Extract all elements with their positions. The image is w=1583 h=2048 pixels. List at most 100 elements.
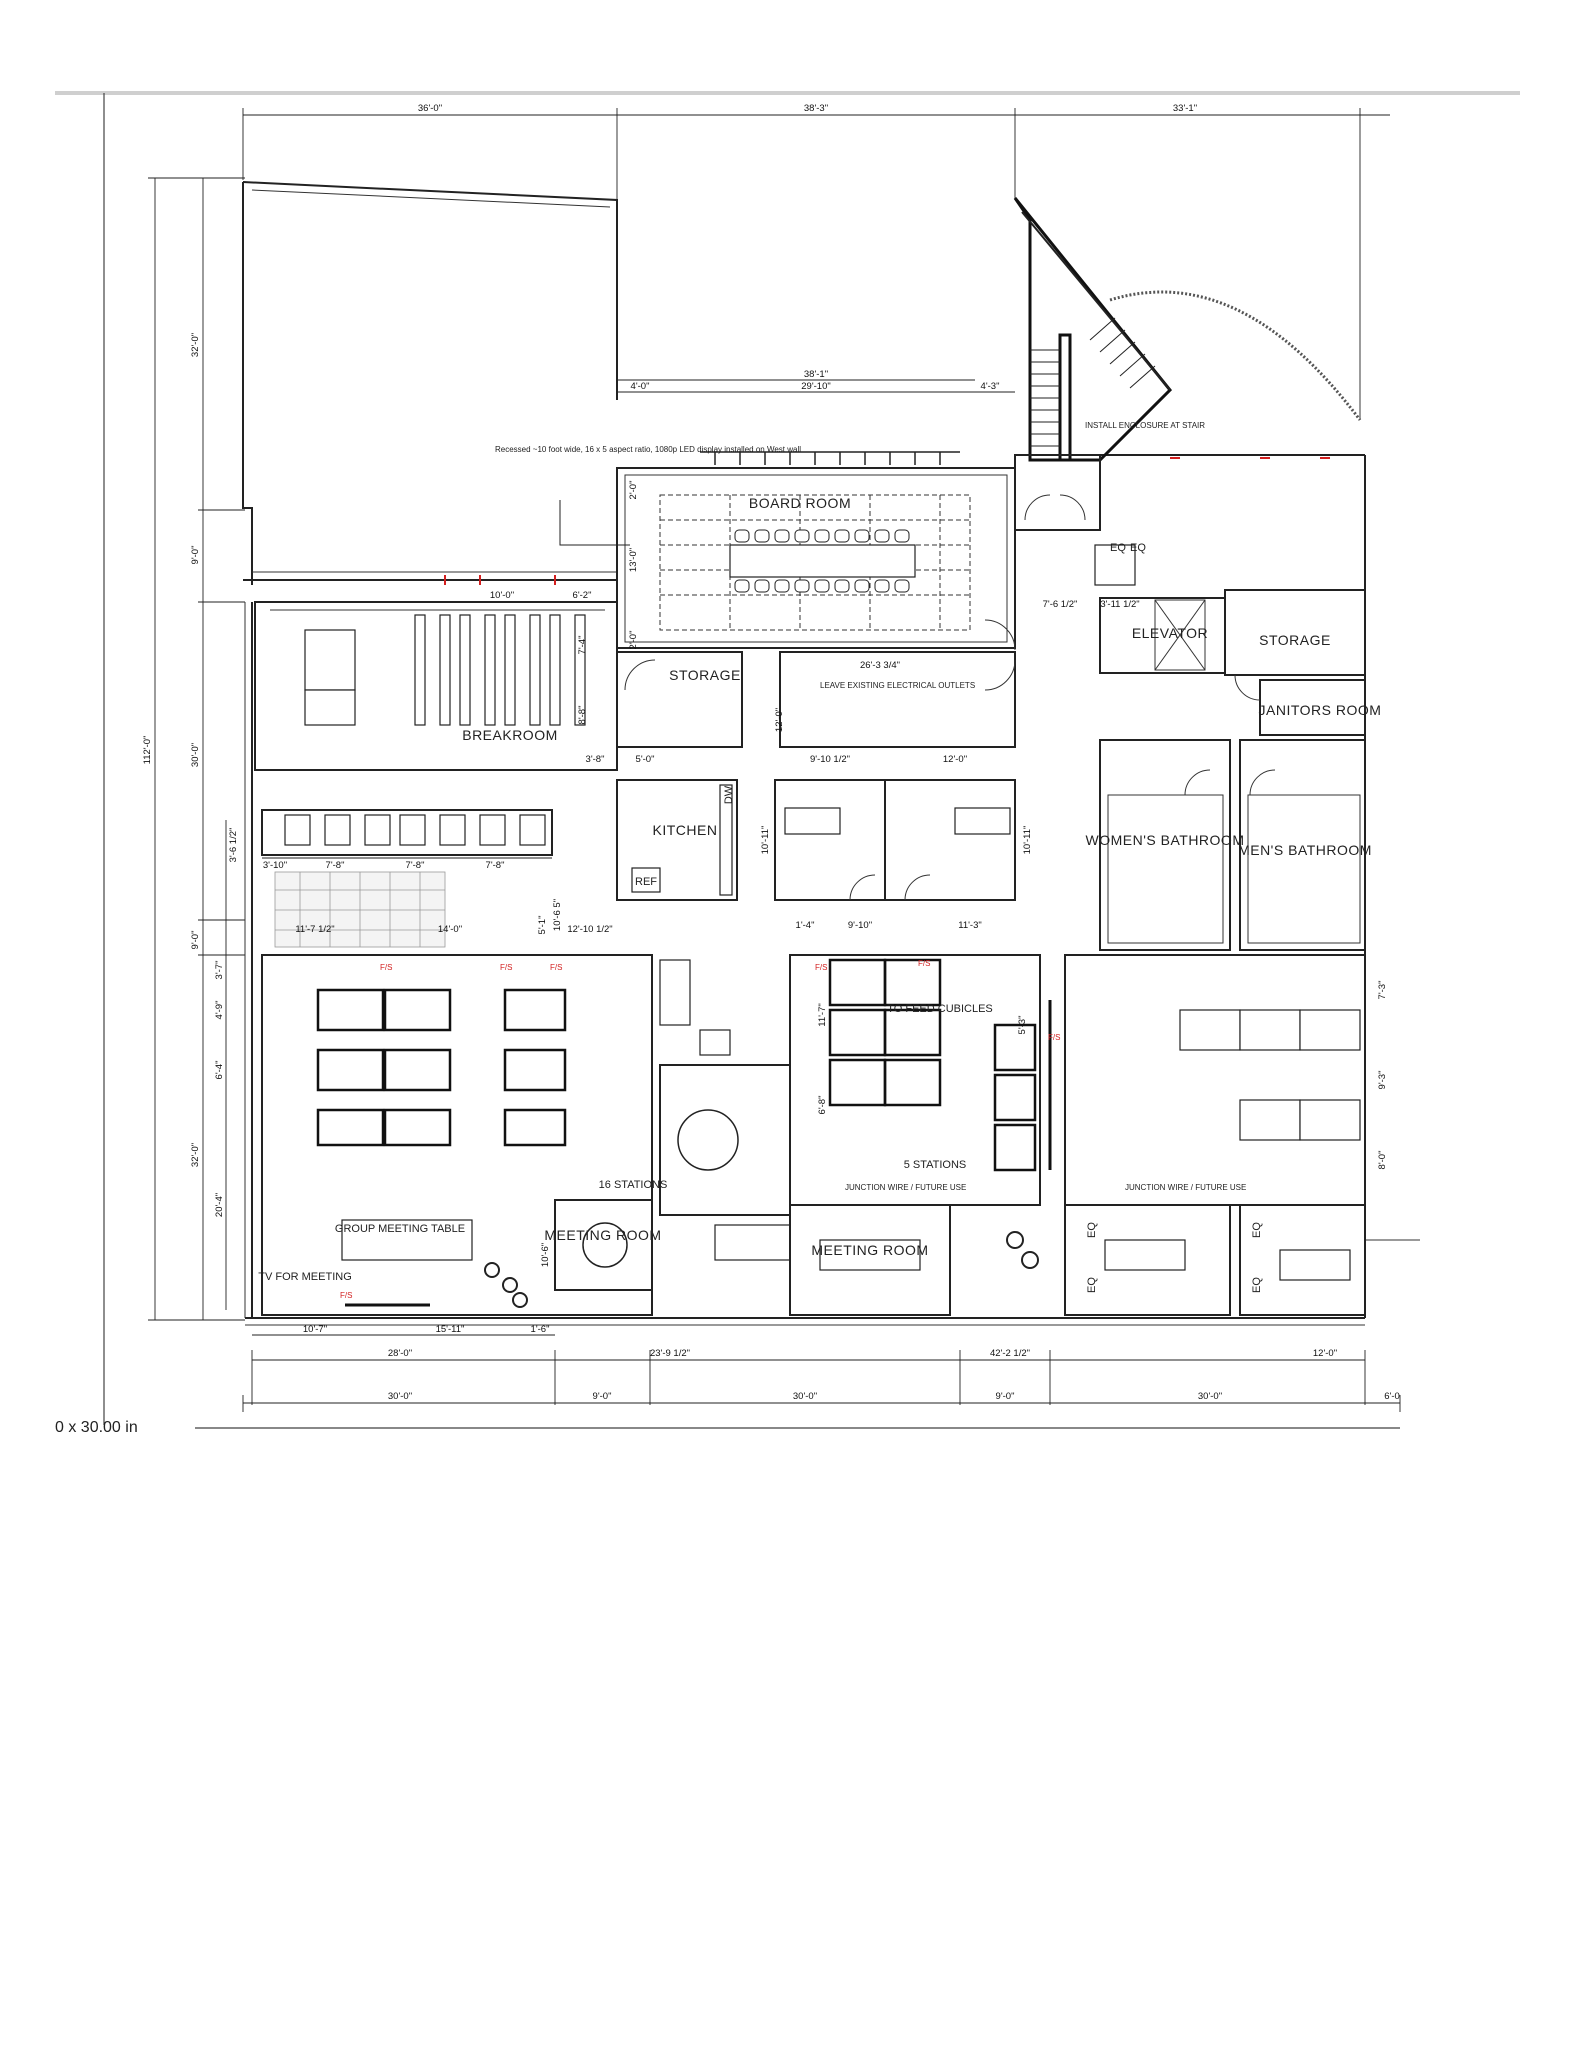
group-meeting-table-label: GROUP MEETING TABLE: [335, 1223, 465, 1235]
dim-3-11: 3'-11 1/2": [1100, 599, 1139, 610]
dim-12-0: 12'-0": [943, 754, 967, 765]
dim-left-5: 32'-0": [190, 1143, 201, 1167]
eq-label-2: EQ: [1130, 542, 1146, 554]
dim-top-1: 36'-0": [418, 103, 442, 114]
dim-board-2a: 2'-0": [628, 481, 639, 500]
right-core: EQ EQ ELEVATOR STORAGE JANITORS ROOM 7'-…: [1014, 454, 1382, 736]
dim-board-total: 38'-1": [804, 369, 828, 380]
eq-label-1: EQ: [1110, 542, 1126, 554]
dim-7-6: 7'-6 1/2": [1043, 599, 1078, 610]
dim-bot1-2: 15'-11": [436, 1324, 465, 1335]
leave-outlets-note: LEAVE EXISTING ELECTRICAL OUTLETS: [820, 681, 975, 690]
dim-3-10: 3'-10": [263, 860, 287, 871]
dim-bot1-3: 1'-6": [531, 1324, 550, 1335]
red-wall-markers: [444, 457, 1330, 585]
dim-5-3: 5'-3": [1017, 1016, 1028, 1035]
dim-10-66: 10'-6 5": [552, 899, 563, 931]
dim-left-1: 32'-0": [190, 333, 201, 357]
womens-bathroom-label: WOMEN'S BATHROOM: [1086, 832, 1245, 848]
right-open-office: JUNCTION WIRE / FUTURE USE EQ EQ EQ EQ 7…: [1064, 954, 1388, 1316]
fs-marker-7: F/S: [1048, 1033, 1060, 1042]
dim-9-10: 9'-10": [848, 920, 872, 931]
dim-break-6: 6'-2": [573, 590, 592, 601]
ref-label: REF: [635, 876, 657, 888]
eq-label-5: EQ: [1251, 1222, 1263, 1238]
dim-left-sub-4: 6'-4": [214, 1061, 225, 1080]
private-offices: 9'-10 1/2" 12'-0" 10'-11" 10'-11": [760, 754, 1033, 901]
dim-10-11a: 10'-11": [760, 826, 771, 855]
dim-7-8b: 7'-8": [406, 860, 425, 871]
dim-11-7v: 11'-7": [817, 1003, 828, 1027]
dim-26-3: 26'-3 3/4": [860, 660, 900, 671]
bathrooms: WOMEN'S BATHROOM MEN'S BATHROOM: [1086, 739, 1371, 951]
dim-bot3-3: 30'-0": [793, 1391, 817, 1402]
fs-marker-6: F/S: [918, 959, 930, 968]
dw-label: DW: [723, 785, 735, 804]
dim-14-0: 14'-0": [438, 924, 462, 935]
dim-board-2b: 2'-0": [628, 631, 639, 650]
dim-left-3: 30'-0": [190, 743, 201, 767]
led-display-note: Recessed ~10 foot wide, 16 x 5 aspect ra…: [495, 445, 801, 546]
counter-row: 3'-10" 7'-8" 7'-8" 7'-8" 11'-7 1/2" 14'-…: [261, 809, 613, 948]
storage-mid: STORAGE 3'-8" 5'-0": [586, 651, 743, 765]
dim-board-right: 4'-3": [981, 381, 1000, 392]
storage-right-label: STORAGE: [1259, 632, 1331, 648]
dim-top-3: 33'-1": [1173, 103, 1197, 114]
fs-marker-3: F/S: [550, 963, 562, 972]
dim-left-sub-5: 20'-4": [214, 1193, 225, 1217]
future-use-note-2: JUNCTION WIRE / FUTURE USE: [1125, 1183, 1246, 1192]
eq-label-3: EQ: [1086, 1222, 1098, 1238]
storage-mid-label: STORAGE: [669, 667, 741, 683]
dim-5-0: 5'-0": [636, 754, 655, 765]
breakroom-label: BREAKROOM: [462, 727, 558, 743]
left-dimension-line: 112'-0" 32'-0" 9'-0" 30'-0" 9'-0" 32'-0"…: [142, 177, 245, 1321]
led-note-line: Recessed ~10 foot wide, 16 x 5 aspect ra…: [495, 445, 801, 454]
future-use-note-1: JUNCTION WIRE / FUTURE USE: [845, 1183, 966, 1192]
bottom-dimension-lines: 10'-7" 15'-11" 1'-6" 28'-0" 23'-9 1/2" 4…: [242, 1324, 1401, 1412]
fs-marker-2: F/S: [500, 963, 512, 972]
dim-7-8a: 7'-8": [326, 860, 345, 871]
stair-note: INSTALL ENCLOSURE AT STAIR: [1085, 421, 1205, 430]
meeting-room-mid-label: MEETING ROOM: [811, 1242, 928, 1258]
center-area: [659, 959, 791, 1261]
dim-break-10: 10'-0": [490, 590, 514, 601]
dim-bot2-2: 23'-9 1/2": [650, 1348, 690, 1359]
janitors-room-label: JANITORS ROOM: [1259, 702, 1382, 718]
board-room: BOARD ROOM 2'-0" 13'-0" 2'-0": [616, 451, 1016, 650]
dim-12-0v: 12'-0": [774, 708, 785, 732]
dim-left-sub-3: 4'-9": [214, 1001, 225, 1020]
meeting-room-left-label: MEETING ROOM: [544, 1227, 661, 1243]
dim-7-8c: 7'-8": [486, 860, 505, 871]
dim-9-10h: 9'-10 1/2": [810, 754, 850, 765]
kitchen: KITCHEN REF DW: [616, 779, 738, 901]
office-block: LEAVE EXISTING ELECTRICAL OUTLETS 26'-3 …: [774, 619, 1016, 748]
dim-left-2: 9'-0": [190, 546, 201, 565]
dim-10-6: 10'-6": [540, 1243, 551, 1267]
fs-marker-5: F/S: [815, 963, 827, 972]
dim-12-10: 12'-10 1/2": [567, 924, 612, 935]
dim-bot3-2: 9'-0": [593, 1391, 612, 1402]
dim-left-4: 9'-0": [190, 931, 201, 950]
dim-break-7-4: 7'-4": [577, 636, 588, 655]
tv-for-meeting-label: TV FOR MEETING: [258, 1271, 352, 1283]
dim-left-sub-1: 3'-6 1/2": [228, 828, 239, 863]
dim-5-1: 5'-1": [537, 916, 548, 935]
fs-marker-1: F/S: [340, 1291, 352, 1300]
center-workstations: MEETING ROOM TO FEED CUBICLES 5 STATIONS…: [789, 920, 1060, 1316]
board-room-label: BOARD ROOM: [749, 495, 851, 511]
scale-readout: 0 x 30.00 in: [55, 1419, 138, 1436]
dim-11-7: 11'-7 1/2": [295, 924, 334, 935]
dim-bot3-4: 9'-0": [996, 1391, 1015, 1402]
dim-bot3-6: 6'-0: [1384, 1391, 1400, 1402]
dim-board-13: 13'-0": [628, 548, 639, 572]
dim-left-total: 112'-0": [142, 736, 153, 765]
dim-9-3: 9'-3": [1377, 1071, 1388, 1090]
kitchen-label: KITCHEN: [653, 822, 718, 838]
dim-bot2-4: 12'-0": [1313, 1348, 1337, 1359]
dim-10-11b: 10'-11": [1022, 826, 1033, 855]
dim-bot2-1: 28'-0": [388, 1348, 412, 1359]
eq-label-4: EQ: [1086, 1277, 1098, 1293]
left-open-office: GROUP MEETING TABLE TV FOR MEETING F/S M…: [258, 954, 667, 1316]
dim-board-left: 4'-0": [631, 381, 650, 392]
